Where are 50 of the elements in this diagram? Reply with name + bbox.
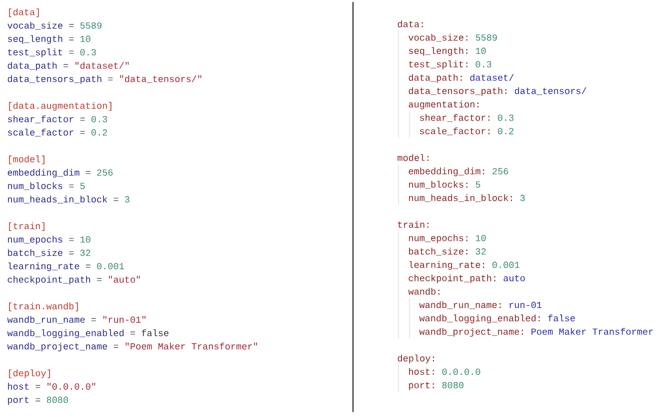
code-line: batch_size = 32 [8,249,90,257]
code-line: [train.wandb] [9,302,78,312]
code-line: wandb_run_name = "run-01" [7,316,146,324]
code-line: vocab_size: 5589 [408,34,497,42]
code-line: data_path: dataset/ [408,74,514,83]
code-line: num_blocks = 5 [8,182,85,190]
code-line: num_epochs = 10 [8,236,90,244]
code-line: train: [398,220,428,228]
code-line: seq_length: 10 [408,47,486,56]
code-line: port = 8080 [8,396,68,405]
code-line: host = "0.0.0.0" [8,382,96,390]
code-line: wandb_run_name: run-01 [419,301,542,309]
code-line: learning_rate = 0.001 [8,262,124,272]
code-line: scale_factor = 0.2 [8,128,107,136]
code-line: embedding_dim: 256 [408,168,508,176]
code-line: checkpoint_path: auto [408,274,525,284]
code-line: test_split: 0.3 [409,60,492,70]
code-line: host: 0.0.0.0 [409,368,480,375]
code-line: wandb_logging_enabled: false [419,314,575,324]
code-line: num_heads_in_block = 3 [8,196,130,204]
code-line: batch_size: 32 [409,248,486,256]
code-line: augmentation: [408,100,478,110]
code-line: shear_factor = 0.3 [8,115,108,124]
code-line: wandb: [408,288,440,295]
code-line: seq_length = 10 [8,35,90,44]
code-line: shear_factor: 0.3 [420,114,514,122]
code-line: data_tensors_path = "data_tensors/" [8,75,202,84]
code-line: wandb_logging_enabled = false [7,329,168,338]
code-line: num_epochs: 10 [409,234,486,244]
code-line: [data] [9,8,39,18]
code-line: num_blocks: 5 [409,180,480,189]
code-line: embedding_dim = 256 [8,168,113,178]
code-line: data_path = "dataset/" [8,62,129,71]
code-line: data: [398,20,423,28]
code-line: learning_rate: 0.001 [409,261,520,270]
code-line: scale_factor: 0.2 [420,127,514,136]
code-line: port: 8080 [409,382,464,390]
code-line: vocab_size = 5589 [8,22,102,30]
code-line: [train] [9,222,44,232]
code-line: [deploy] [9,369,50,378]
code-line: wandb_project_name: Poem Maker Transformer [419,328,653,337]
code-line: test_split = 0.3 [8,48,96,58]
code-line: num_heads_in_block: 3 [409,194,525,202]
code-line: checkpoint_path = "auto" [8,276,140,285]
code-line: deploy: [398,354,434,364]
code-line: data_tensors_path: data_tensors/ [408,87,586,96]
code-line: [data.augmentation] [9,102,112,111]
code-line: wandb_project_name = "Poem Maker Transformer" [7,342,258,352]
code-line: model: [398,154,428,162]
code-line: [model] [9,156,44,164]
